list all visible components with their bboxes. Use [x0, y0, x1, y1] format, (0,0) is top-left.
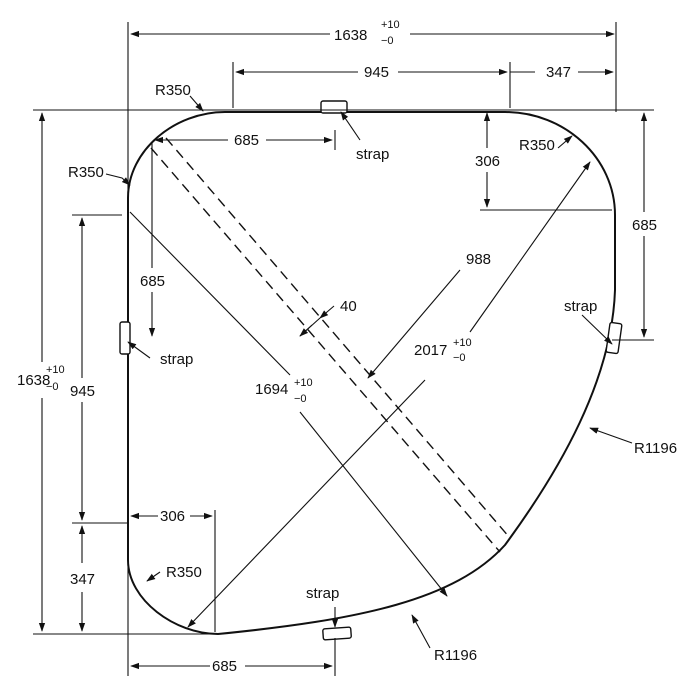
dim-left-685: 685	[140, 273, 165, 290]
tol-2017-minus: −0	[453, 352, 466, 364]
dim-left-overall: 1638	[17, 372, 50, 389]
dim-diag-1694: 1694	[255, 381, 288, 398]
dim-bottom-306: 306	[160, 508, 185, 525]
strap-label-left: strap	[160, 351, 193, 368]
strap-box-right	[605, 321, 623, 355]
dim-left-347: 347	[70, 571, 95, 588]
leader-lines	[105, 95, 633, 649]
tol-top-minus: −0	[381, 35, 394, 47]
dim-diag-2017: 2017	[414, 342, 447, 359]
tol-1694-minus: −0	[294, 393, 307, 405]
dashed-band-line	[150, 147, 501, 553]
tol-top-plus: +10	[381, 19, 400, 31]
dim-right-685: 685	[632, 217, 657, 234]
tol-1694-plus: +10	[294, 377, 313, 389]
strap-box-bottom	[322, 626, 352, 641]
radius-right-arc: R1196	[634, 440, 677, 457]
dashed-band-line	[165, 137, 511, 539]
strap-box-top	[320, 100, 348, 114]
dim-top-right: 347	[546, 64, 571, 81]
dim-bottom-685: 685	[212, 658, 237, 675]
radius-left: R350	[68, 164, 104, 181]
radius-top-right: R350	[519, 137, 555, 154]
radius-bottom-arc: R1196	[434, 647, 477, 664]
dim-left-945: 945	[70, 383, 95, 400]
tol-left-plus: +10	[46, 364, 65, 376]
dim-right-306: 306	[475, 153, 500, 170]
radius-bottom-left: R350	[166, 564, 202, 581]
strap-label-right: strap	[564, 298, 597, 315]
radius-top-left: R350	[155, 82, 191, 99]
strap-label-top: strap	[356, 146, 389, 163]
dim-top-overall: 1638	[334, 27, 367, 44]
dim-diag-988: 988	[466, 251, 491, 268]
tol-left-minus: −0	[46, 381, 59, 393]
tol-2017-plus: +10	[453, 337, 472, 349]
dim-top-inner-685: 685	[234, 132, 259, 149]
extension-lines	[33, 22, 654, 676]
shape-outline	[127, 111, 616, 636]
dim-top-mid: 945	[364, 64, 389, 81]
dim-diag-40: 40	[340, 298, 357, 315]
strap-box-left	[119, 321, 131, 355]
dimension-lines	[38, 30, 648, 670]
strap-label-bottom: strap	[306, 585, 339, 602]
